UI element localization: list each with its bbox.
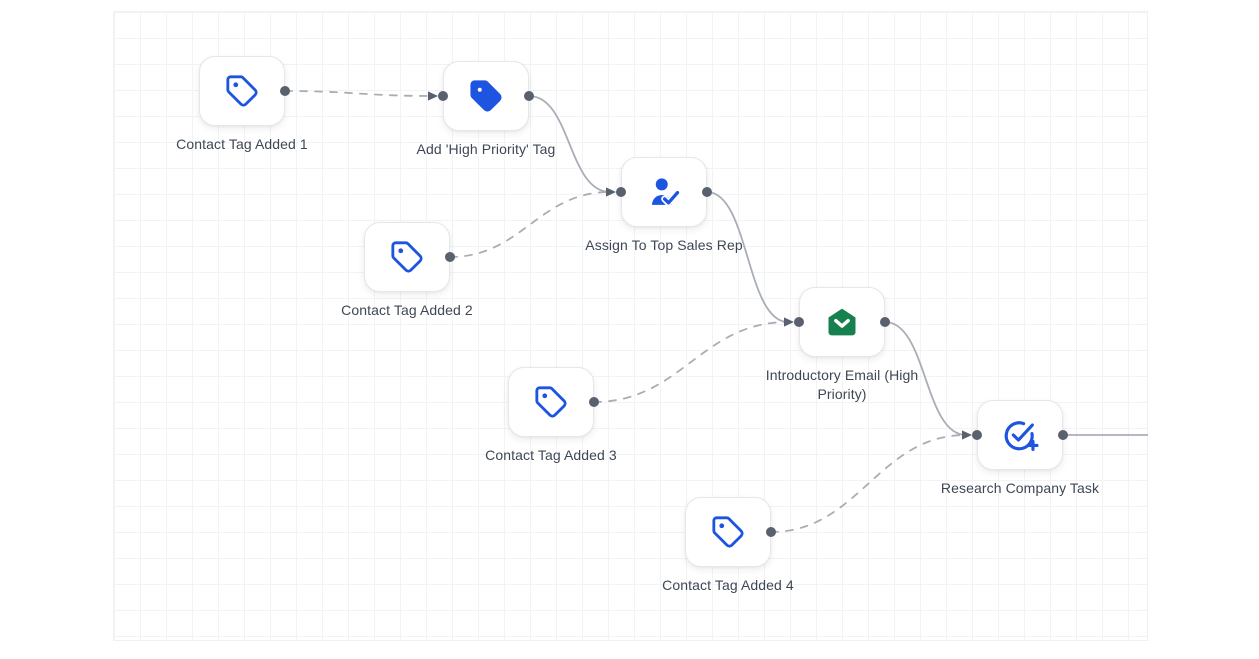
node-label: Contact Tag Added 3	[485, 447, 617, 463]
edge-contact-tag-added-2-to-assign-to-top-sales-rep[interactable]	[449, 191, 611, 258]
node-card-add-high-priority-tag[interactable]	[443, 61, 529, 131]
node-card-introductory-email-high-priority[interactable]	[799, 287, 885, 357]
edge-add-high-priority-tag-to-assign-to-top-sales-rep[interactable]	[528, 95, 611, 193]
workflow-node-contact-tag-added-4: Contact Tag Added 4	[662, 497, 794, 593]
node-label: Introductory Email (High Priority)	[765, 367, 919, 402]
tag-outline-icon	[711, 515, 745, 549]
workflow-node-contact-tag-added-1: Contact Tag Added 1	[176, 56, 308, 152]
workflow-canvas[interactable]	[113, 11, 1148, 641]
workflow-node-contact-tag-added-2: Contact Tag Added 2	[341, 222, 473, 318]
edge-contact-tag-added-3-to-introductory-email-high-priority[interactable]	[593, 321, 789, 403]
node-card-assign-to-top-sales-rep[interactable]	[621, 157, 707, 227]
node-label: Contact Tag Added 4	[662, 577, 794, 593]
edge-contact-tag-added-4-to-research-company-task[interactable]	[770, 434, 967, 533]
workflow-node-introductory-email-high-priority: Introductory Email (High Priority)	[766, 287, 918, 402]
node-card-research-company-task[interactable]	[977, 400, 1063, 470]
edge-introductory-email-high-priority-to-research-company-task[interactable]	[884, 321, 967, 436]
workflow-node-research-company-task: Research Company Task	[941, 400, 1099, 496]
mail-open-icon	[824, 304, 860, 340]
node-label: Research Company Task	[940, 480, 1100, 496]
user-check-icon	[646, 174, 682, 210]
tag-outline-icon	[225, 74, 259, 108]
task-add-icon	[1001, 416, 1039, 454]
edge-assign-to-top-sales-rep-to-introductory-email-high-priority[interactable]	[706, 191, 789, 323]
node-card-contact-tag-added-4[interactable]	[685, 497, 771, 567]
tag-outline-icon	[534, 385, 568, 419]
node-label: Assign To Top Sales Rep	[585, 237, 743, 253]
node-card-contact-tag-added-2[interactable]	[364, 222, 450, 292]
node-label: Add 'High Priority' Tag	[416, 141, 556, 157]
tag-filled-icon	[469, 79, 503, 113]
workflow-node-add-high-priority-tag: Add 'High Priority' Tag	[417, 61, 555, 157]
node-label: Contact Tag Added 1	[176, 136, 308, 152]
node-card-contact-tag-added-1[interactable]	[199, 56, 285, 126]
edge-contact-tag-added-1-to-add-high-priority-tag[interactable]	[284, 90, 433, 97]
workflow-node-assign-to-top-sales-rep: Assign To Top Sales Rep	[585, 157, 743, 253]
node-card-contact-tag-added-3[interactable]	[508, 367, 594, 437]
tag-outline-icon	[390, 240, 424, 274]
node-label: Contact Tag Added 2	[341, 302, 473, 318]
workflow-node-contact-tag-added-3: Contact Tag Added 3	[485, 367, 617, 463]
